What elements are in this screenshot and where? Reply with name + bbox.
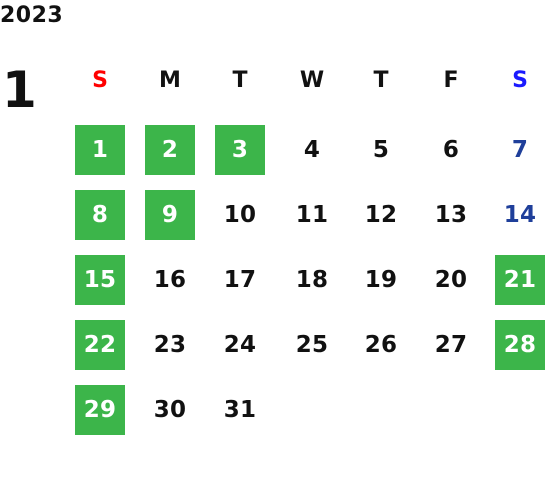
date-cell: 22 [75,320,125,370]
weekday-header-monday: M [159,68,181,93]
month-label: 1 [2,61,37,119]
date-cell: 18 [295,267,329,293]
year-label: 2023 [0,3,64,28]
date-cell: 14 [503,202,537,228]
date-cell: 2 [145,125,195,175]
date-cell: 15 [75,255,125,305]
date-cell: 12 [364,202,398,228]
date-cell: 28 [495,320,545,370]
date-cell: 3 [215,125,265,175]
date-cell: 24 [223,332,257,358]
date-cell: 26 [364,332,398,358]
weekday-header-saturday: S [512,68,528,93]
date-cell: 7 [511,137,529,163]
date-cell: 29 [75,385,125,435]
weekday-header-wednesday: W [299,68,325,93]
date-cell: 27 [434,332,468,358]
date-cell: 10 [223,202,257,228]
date-cell: 25 [295,332,329,358]
weekday-header-thursday: T [373,68,389,93]
date-cell: 30 [153,397,187,423]
date-cell: 20 [434,267,468,293]
weekday-header-friday: F [443,68,459,93]
date-cell: 4 [303,137,321,163]
date-cell: 17 [223,267,257,293]
date-cell: 5 [372,137,390,163]
weekday-header-tuesday: T [232,68,248,93]
date-cell: 19 [364,267,398,293]
date-cell: 23 [153,332,187,358]
date-cell: 9 [145,190,195,240]
date-cell: 8 [75,190,125,240]
date-cell: 1 [75,125,125,175]
date-cell: 31 [223,397,257,423]
date-cell: 13 [434,202,468,228]
date-cell: 6 [442,137,460,163]
weekday-header-sunday: S [92,68,108,93]
date-cell: 16 [153,267,187,293]
date-cell: 21 [495,255,545,305]
date-cell: 11 [295,202,329,228]
